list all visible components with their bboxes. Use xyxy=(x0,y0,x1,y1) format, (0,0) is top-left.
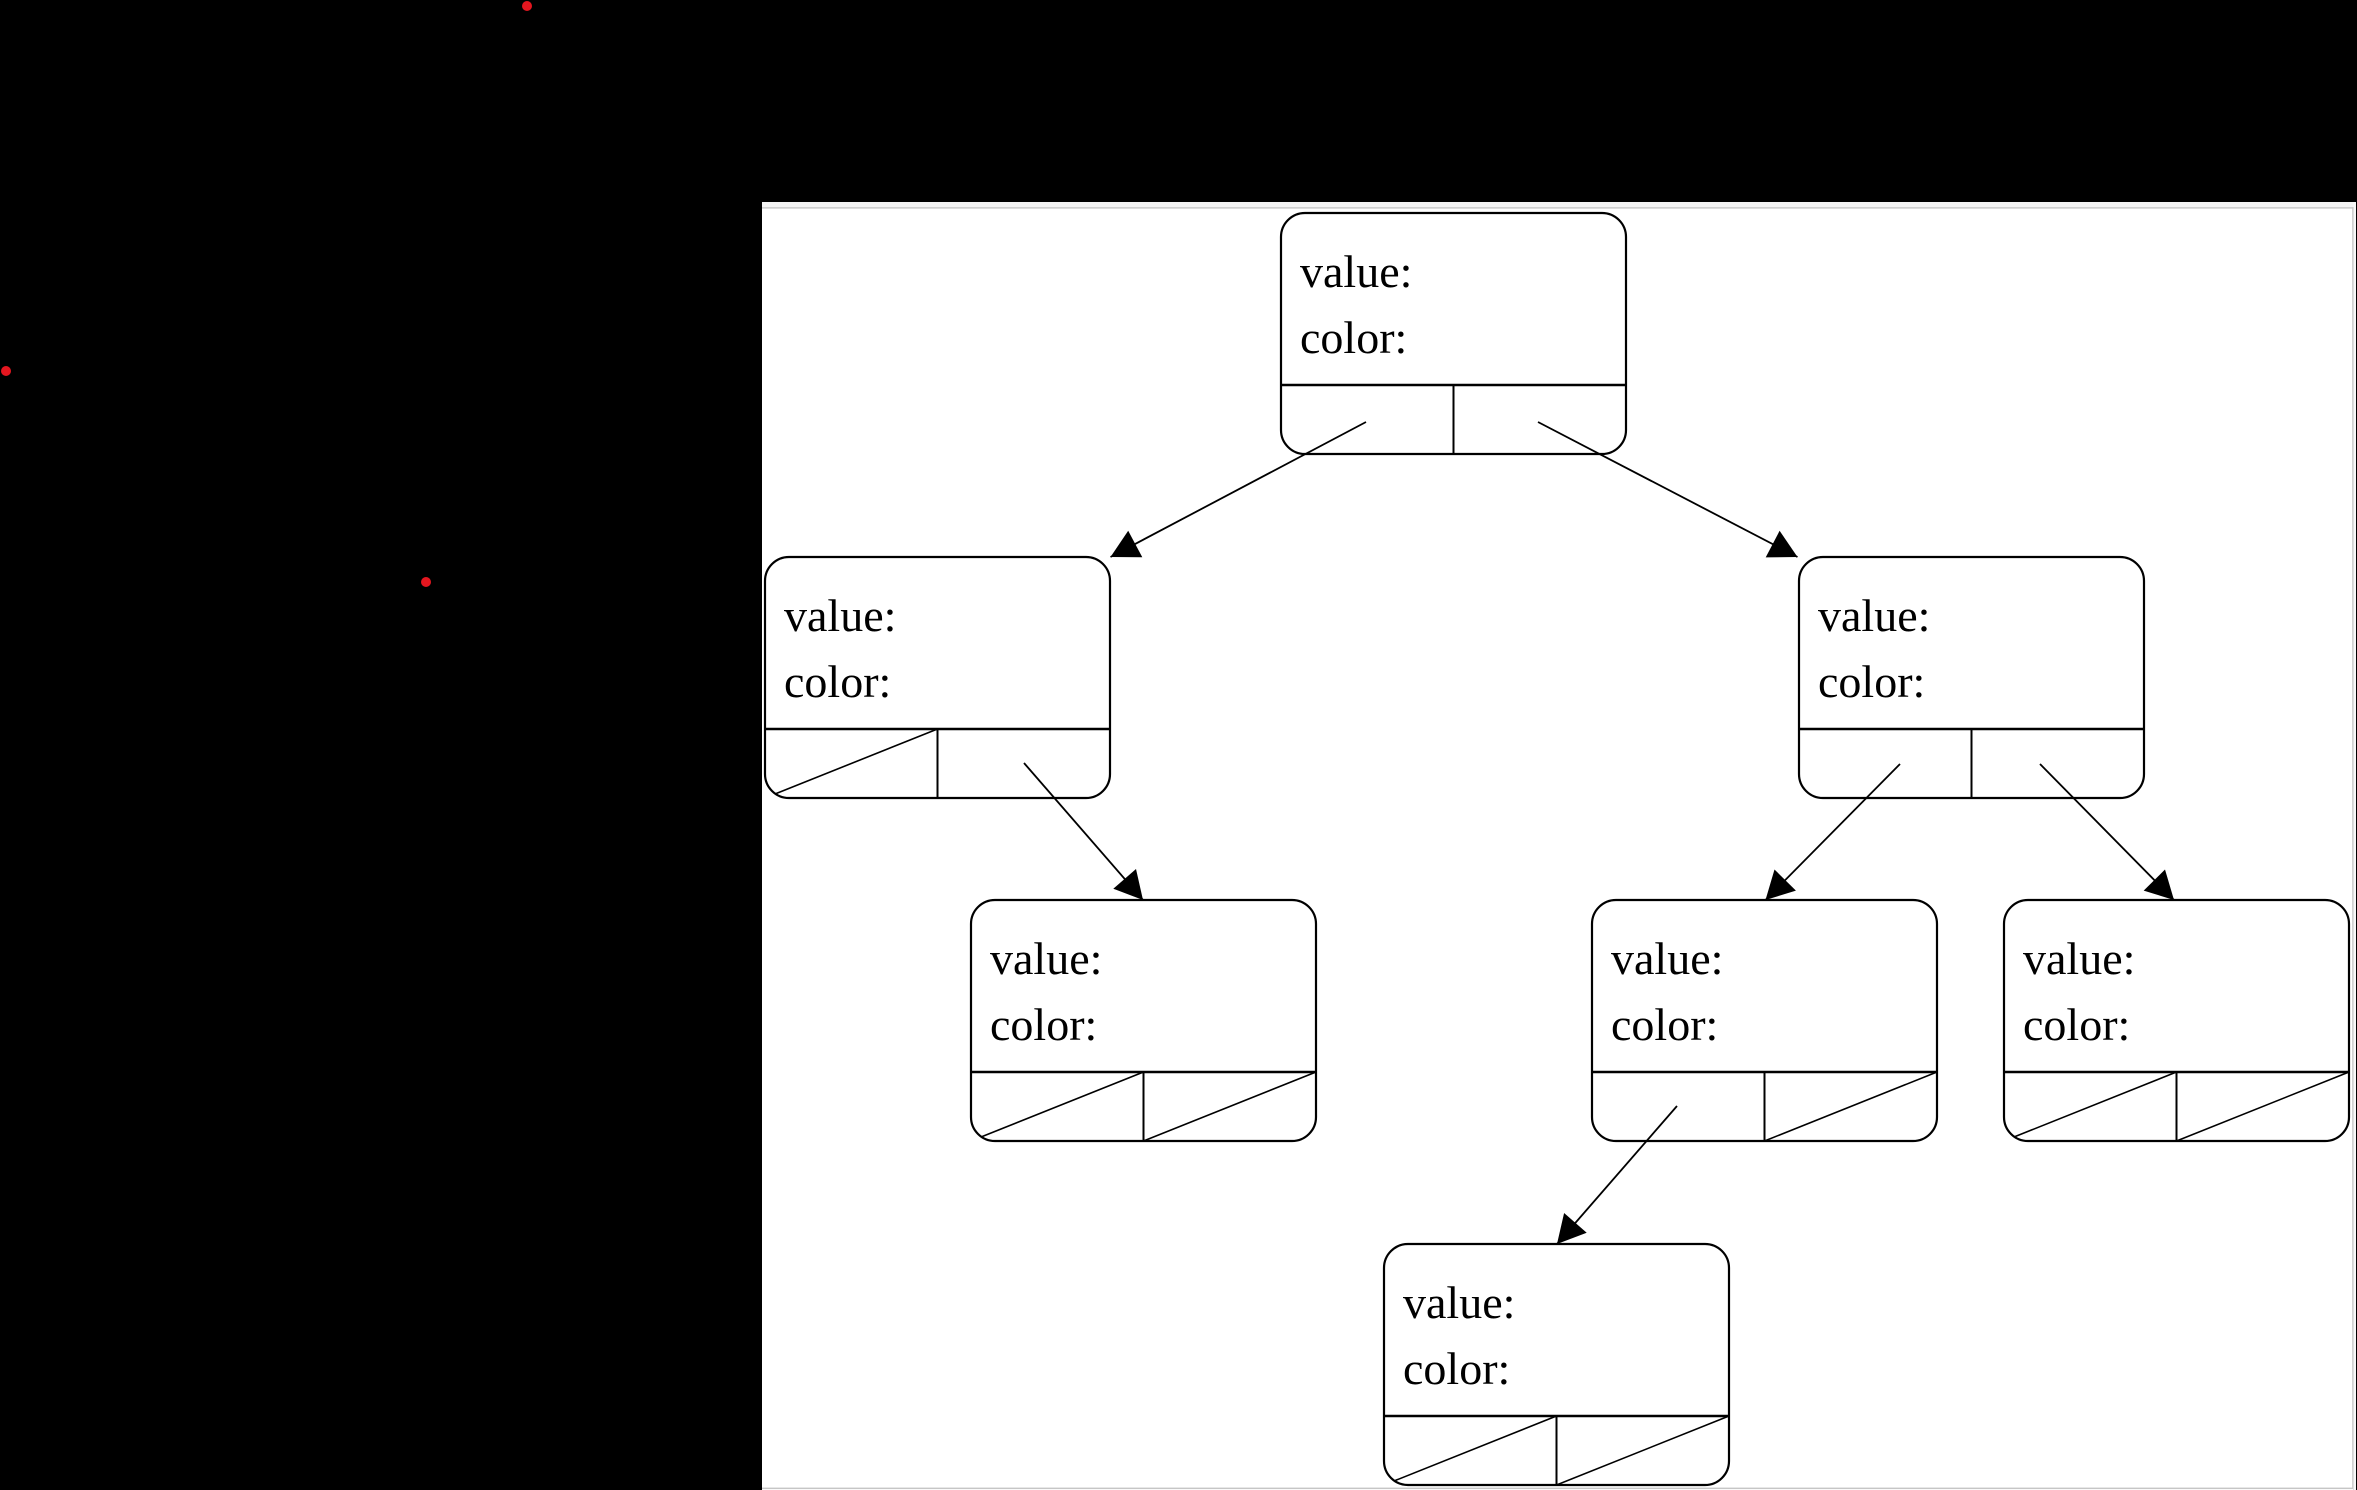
svg-text:value:: value: xyxy=(990,933,1102,984)
svg-text:value:: value: xyxy=(1300,246,1412,297)
svg-text:color:: color: xyxy=(2023,999,2130,1050)
svg-text:color:: color: xyxy=(990,999,1097,1050)
svg-text:value:: value: xyxy=(1403,1277,1515,1328)
svg-text:value:: value: xyxy=(1611,933,1723,984)
svg-text:color:: color: xyxy=(784,656,891,707)
svg-text:color:: color: xyxy=(1403,1343,1510,1394)
svg-text:value:: value: xyxy=(2023,933,2135,984)
svg-text:color:: color: xyxy=(1818,656,1925,707)
svg-text:value:: value: xyxy=(784,590,896,641)
svg-text:color:: color: xyxy=(1611,999,1718,1050)
svg-text:color:: color: xyxy=(1300,312,1407,363)
svg-text:value:: value: xyxy=(1818,590,1930,641)
